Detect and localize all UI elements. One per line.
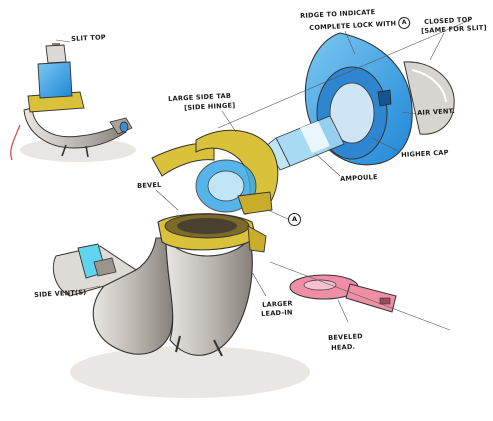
label-bevel: BEVEL	[136, 180, 162, 190]
small-device	[10, 43, 133, 161]
beveled-head	[289, 274, 397, 313]
yellow-tab-collar	[151, 129, 279, 215]
leader-lines	[55, 19, 471, 331]
small-device-shadow	[20, 138, 136, 162]
label-ridge-text: COMPLETE LOCK WITH	[309, 19, 397, 32]
main-device-shadow	[70, 346, 310, 398]
callout-a-marker: A	[288, 213, 301, 226]
main-device-body	[52, 213, 267, 357]
ridge-ref-marker: A	[397, 16, 411, 30]
ampoule	[265, 115, 345, 171]
label-beveled-head-line2: HEAD.	[330, 342, 356, 352]
